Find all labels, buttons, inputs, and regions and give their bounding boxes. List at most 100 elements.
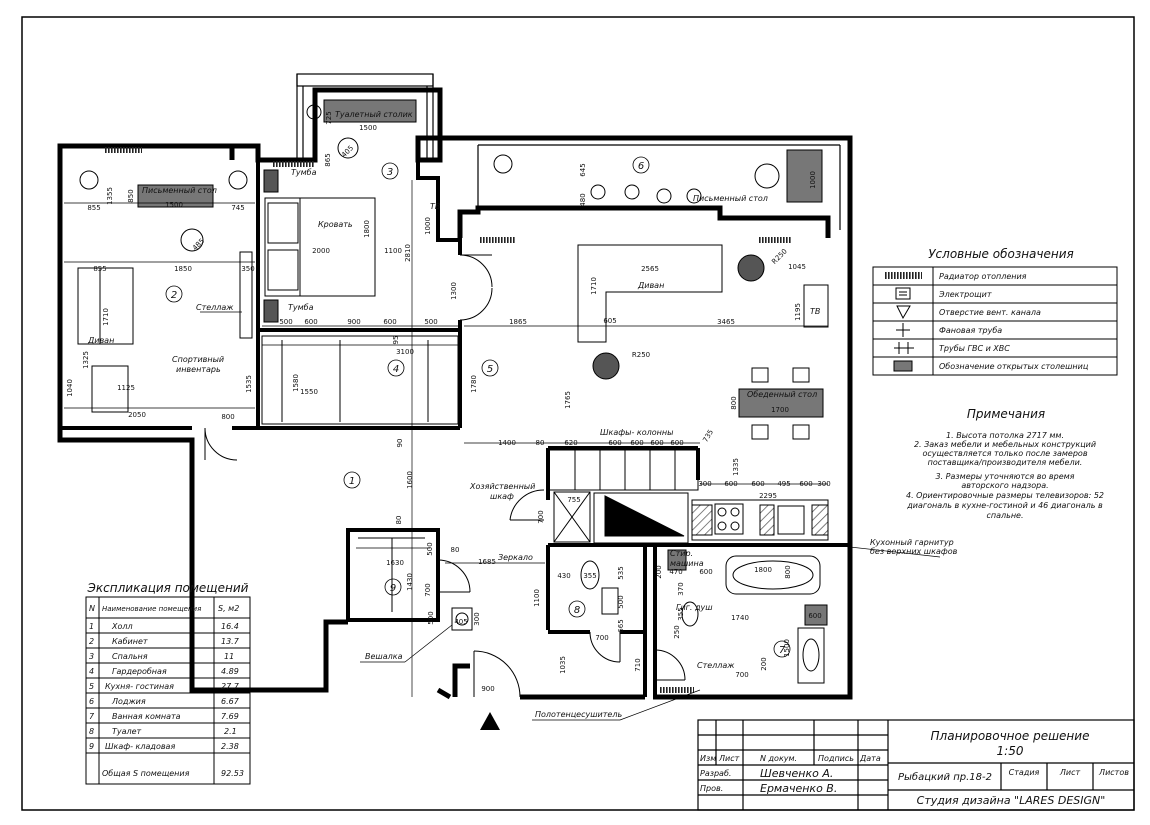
label-shelving-study: Стеллаж: [196, 303, 234, 312]
dim-600b: 600: [383, 318, 396, 326]
dim-430: 430: [557, 572, 570, 580]
label-sofa-living: Диван: [637, 281, 664, 290]
dim-495: 495: [777, 480, 790, 488]
dim-620: 620: [564, 439, 577, 447]
label-tv-living: ТВ: [810, 307, 820, 316]
legend-label-countertop: Обозначение открытых столешниц: [939, 362, 1089, 371]
stamp-prov: Пров.: [700, 784, 723, 793]
dim-1740: 1740: [731, 614, 749, 622]
legend-title: Условные обозначения: [928, 247, 1074, 261]
dim-1535: 1535: [245, 375, 253, 393]
dim-r250b: R250: [632, 351, 650, 359]
dim-2565: 2565: [641, 265, 659, 273]
walls: [57, 87, 853, 700]
label-tv-bedroom: ТВ: [430, 202, 440, 211]
label-desk-study: Письменный стол: [142, 186, 217, 195]
dim-665: 665: [617, 619, 625, 632]
room-number-6: 6: [638, 161, 644, 172]
dim-355b: 355: [677, 607, 685, 620]
sheet-frame: [21, 16, 1135, 811]
explication-row-8-name: Туалет: [112, 727, 142, 736]
dim-1500b: 1500: [359, 124, 377, 132]
label-kitchen-set-1: Кухонный гарнитур: [870, 538, 954, 547]
label-nightstand-1: Тумба: [291, 168, 317, 177]
explication-row-4-n: 4: [89, 667, 94, 676]
dim-1040: 1040: [66, 379, 74, 397]
title-block: [697, 719, 1135, 811]
stamp-listov: Листов: [1098, 768, 1129, 777]
dim-745: 745: [231, 204, 244, 212]
label-kitchen-set-2: без верхних шкафов: [870, 547, 958, 556]
dim-95: 95: [392, 336, 400, 345]
loggia-outline: [477, 144, 841, 230]
dim-600j: 600: [699, 568, 712, 576]
dim-735: 735: [701, 428, 715, 444]
dim-500a: 500: [279, 318, 292, 326]
dim-500b: 500: [424, 318, 437, 326]
furniture: [77, 104, 829, 684]
dim-1780: 1780: [470, 375, 478, 393]
explication-head-s: S, м2: [218, 604, 239, 613]
dim-355a: 355: [583, 572, 596, 580]
dim-80c: 80: [451, 546, 460, 554]
dim-1630: 1630: [386, 559, 404, 567]
stamp-prov-name: Ермаченко В.: [760, 782, 837, 795]
label-shelving-bath: Стеллаж: [697, 661, 735, 670]
dim-600g: 600: [724, 480, 737, 488]
dim-1800a: 1800: [363, 220, 371, 238]
dim-1000b: 1000: [809, 171, 817, 189]
doors: [204, 254, 686, 698]
legend-label-water-pipes: Трубы ГВС и ХВС: [939, 344, 1010, 353]
explication-total-value: 92.53: [221, 769, 244, 778]
dim-535: 535: [617, 566, 625, 579]
explication-row-4-name: Гардеробная: [112, 667, 167, 676]
dim-2810: 2810: [404, 244, 412, 262]
dim-80b: 80: [395, 516, 403, 525]
explication-row-2-s: 13.7: [221, 637, 240, 646]
legend-label-fan-pipe: Фановая труба: [939, 326, 1002, 335]
explication-row-6-s: 6.67: [221, 697, 240, 706]
room-number-9: 9: [390, 583, 396, 594]
label-utility-cabinet-1: Хозяйственный: [469, 482, 535, 491]
dim-605: 605: [603, 317, 616, 325]
open-countertop-icon: [893, 360, 913, 372]
explication-row-9-n: 9: [89, 742, 94, 751]
dim-855a: 855: [87, 204, 100, 212]
fan-pipe-icon: [896, 323, 910, 337]
dim-600e: 600: [650, 439, 663, 447]
dim-200b: 200: [760, 657, 768, 670]
dim-725: 725: [325, 111, 333, 124]
dim-1035: 1035: [559, 656, 567, 674]
explication-row-6-name: Лоджия: [111, 697, 146, 706]
dim-1100a: 1100: [384, 247, 402, 255]
dim-600h: 600: [751, 480, 764, 488]
dim-1355: 1355: [106, 187, 114, 205]
stamp-ndok: N докум.: [760, 754, 797, 763]
explication-row-9-s: 2.38: [221, 742, 239, 751]
dim-1430: 1430: [406, 573, 414, 591]
dim-600a: 600: [304, 318, 317, 326]
label-column-cabinets: Шкафы- колонны: [600, 428, 673, 437]
stamp-stadiya: Стадия: [1009, 768, 1040, 777]
legend-symbols: [884, 272, 922, 372]
dim-500d: 500: [617, 595, 625, 608]
label-sofa-study: Диван: [87, 336, 114, 345]
dim-480: 480: [579, 193, 587, 206]
explication-head-name: Наименование помещения: [102, 605, 201, 613]
interior-walls: [60, 160, 850, 697]
explication-row-2-name: Кабинет: [112, 637, 148, 646]
dim-645: 645: [579, 163, 587, 176]
dim-2295: 2295: [759, 492, 777, 500]
explication-row-3-name: Спальня: [112, 652, 148, 661]
notes-title: Примечания: [967, 407, 1045, 421]
dim-1700: 1700: [771, 406, 789, 414]
dim-80a: 80: [536, 439, 545, 447]
dim-600d: 600: [630, 439, 643, 447]
label-washer-2: машина: [670, 559, 704, 568]
dim-485a: 485: [191, 237, 206, 252]
label-sport-2: инвентарь: [176, 365, 221, 374]
legend-label-vent: Отверстие вент. канала: [939, 308, 1041, 317]
explication-head-n: N: [89, 604, 95, 613]
dim-800a: 800: [221, 413, 234, 421]
dim-600i: 600: [799, 480, 812, 488]
